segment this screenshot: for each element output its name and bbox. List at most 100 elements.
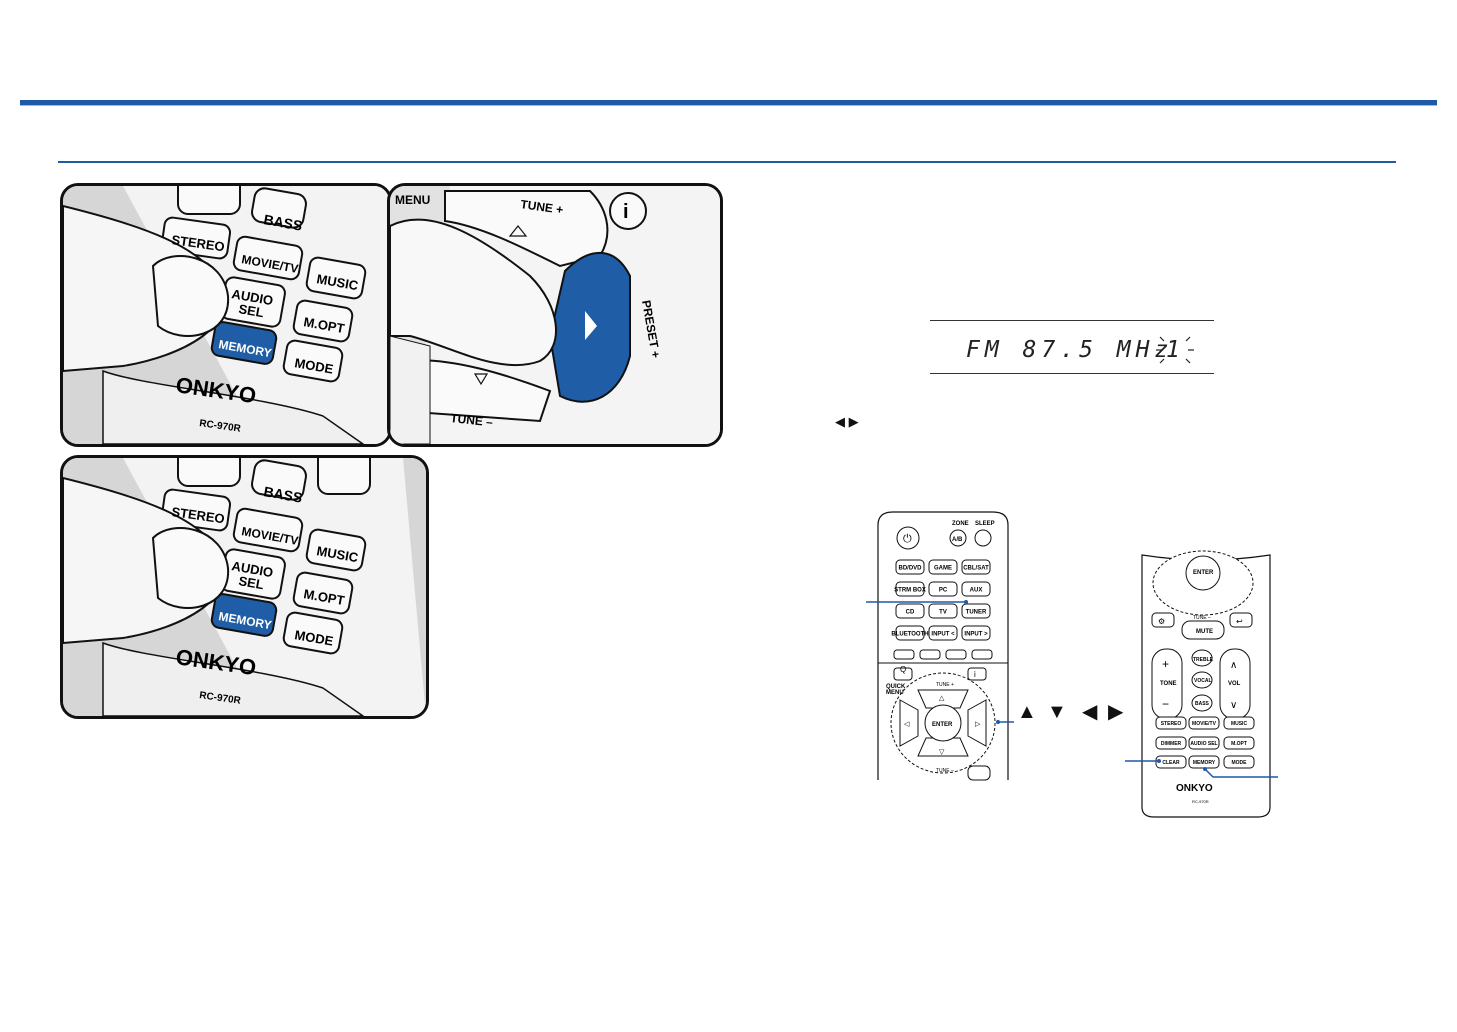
mode-label: MODE xyxy=(293,627,334,649)
input-button[interactable] xyxy=(961,625,991,641)
audio-label: AUDIO xyxy=(230,558,274,580)
down-arrow-icon: ▼ xyxy=(1047,701,1067,723)
mode-button-label: AUDIO SEL xyxy=(1190,741,1217,747)
bass-label: BASS xyxy=(1195,701,1210,707)
photo-memory-press-2: BASS STEREO MOVIE/TV MUSIC AUDIO SEL M.O… xyxy=(60,455,429,719)
svg-text:∨: ∨ xyxy=(1230,700,1237,711)
vocal-label: VOCAL xyxy=(1194,678,1212,684)
svg-text:−: − xyxy=(1162,697,1169,711)
svg-text:△: △ xyxy=(939,695,945,702)
callout-lines-right xyxy=(1125,759,1278,778)
input-button[interactable] xyxy=(928,581,958,597)
mopt-label: M.OPT xyxy=(302,314,345,336)
input-button-label: TV xyxy=(939,610,947,616)
stereo-label: STEREO xyxy=(171,232,226,254)
svg-text:+: + xyxy=(1162,657,1169,671)
mopt-label: M.OPT xyxy=(302,586,345,608)
input-button-label: TUNER xyxy=(966,610,987,616)
input-button[interactable] xyxy=(928,603,958,619)
display-frequency: FM 87.5 MHz xyxy=(966,337,1174,363)
svg-text:⏻: ⏻ xyxy=(903,533,912,545)
enter-label: ENTER xyxy=(1193,570,1214,576)
remote-right-illustration: ENTER TUNE – MUTE TREBLE VOCAL BASS TONE… xyxy=(1141,550,1271,818)
tune-plus-label: TUNE + xyxy=(936,682,954,688)
stereo-label: STEREO xyxy=(171,504,226,526)
display-bottom-line xyxy=(930,373,1214,374)
input-button[interactable] xyxy=(895,581,925,597)
quick-label: QUICK xyxy=(886,684,906,690)
sel-label: SEL xyxy=(237,301,265,320)
info-icon: i xyxy=(623,201,629,223)
model-label: RC-970R xyxy=(1192,799,1209,804)
input-button-label: AUX xyxy=(970,588,983,594)
input-button[interactable] xyxy=(928,625,958,641)
mode-button-label: MUSIC xyxy=(1231,721,1248,727)
input-button[interactable] xyxy=(961,559,991,575)
svg-text:∧: ∧ xyxy=(1230,660,1237,671)
section-rule xyxy=(58,161,1396,163)
remote-left-illustration: ⏻ ZONE A/B SLEEP BD/DVD GAME CBL/SAT STRM B… xyxy=(877,511,1009,781)
svg-text:↩: ↩ xyxy=(1236,617,1243,626)
enter-label: ENTER xyxy=(932,722,953,728)
sel-label: SEL xyxy=(237,573,265,592)
tune-minus-label: TUNE – xyxy=(936,768,954,774)
bass-label: BASS xyxy=(262,483,303,506)
mute-label: MUTE xyxy=(1196,629,1213,635)
mode-label: MODE xyxy=(293,355,334,377)
callout-lines-left xyxy=(866,600,1014,724)
display-preset-number: 1 xyxy=(1166,337,1180,363)
input-button-label: CBL/SAT xyxy=(963,566,989,572)
input-button-label: GAME xyxy=(934,566,952,572)
input-button[interactable] xyxy=(895,559,925,575)
svg-text:▽: ▽ xyxy=(939,749,945,756)
vol-label: VOL xyxy=(1228,681,1241,687)
input-button[interactable] xyxy=(928,559,958,575)
treble-label: TREBLE xyxy=(1193,657,1214,663)
mode-button-label: CLEAR xyxy=(1162,760,1180,766)
input-button-label: CD xyxy=(906,610,915,616)
tone-label: TONE xyxy=(1160,681,1177,687)
audio-label: AUDIO xyxy=(230,286,274,308)
photo-memory-press-1: BASS STEREO MOVIE/TV MUSIC AUDIO SEL M.O… xyxy=(60,183,392,447)
svg-text:▷: ▷ xyxy=(975,721,981,728)
input-button-label: STRM BOX xyxy=(894,588,926,594)
left-arrow-icon: ◀ xyxy=(1082,701,1098,723)
input-button-label: PC xyxy=(939,588,948,594)
mode-button-label: MODE xyxy=(1232,760,1248,766)
tune-plus-label: TUNE + xyxy=(520,197,565,217)
display-top-line xyxy=(930,320,1214,321)
svg-text:Q: Q xyxy=(900,665,906,674)
input-button[interactable] xyxy=(895,625,925,641)
tune-minus-label: TUNE – xyxy=(450,411,494,429)
sleep-label: SLEEP xyxy=(975,521,995,527)
svg-text:◁: ◁ xyxy=(904,721,910,728)
mode-button-label: MEMORY xyxy=(1193,760,1216,766)
input-button-label: BLUETOOTH xyxy=(891,632,928,638)
bass-label: BASS xyxy=(262,211,303,234)
music-label: MUSIC xyxy=(315,543,359,565)
tune-minus-label: TUNE – xyxy=(1193,615,1211,621)
header-rule xyxy=(20,100,1437,106)
zone-button: A/B xyxy=(952,537,963,543)
blink-icon xyxy=(1156,336,1194,364)
svg-text:i: i xyxy=(974,670,976,679)
mode-button-label: STEREO xyxy=(1161,721,1182,727)
left-right-arrows-icon: ◀ ▶ xyxy=(835,414,859,429)
input-button-label: INPUT < xyxy=(931,632,955,638)
onkyo-logo: ONKYO xyxy=(1176,783,1213,794)
up-arrow-icon: ▲ xyxy=(1017,701,1037,723)
menu-label: MENU xyxy=(886,690,904,696)
input-button-label: BD/DVD xyxy=(898,566,922,572)
quick-menu-label: MENU xyxy=(395,193,430,207)
photo-preset-press: MENU TUNE + TUNE – PRESET + i xyxy=(387,183,723,447)
mode-button-label: DIMMER xyxy=(1161,741,1182,747)
input-button[interactable] xyxy=(961,603,991,619)
mode-button-label: MOVIE/TV xyxy=(1192,721,1217,727)
input-button[interactable] xyxy=(895,603,925,619)
zone-label: ZONE xyxy=(952,521,969,527)
right-arrow-icon: ▶ xyxy=(1108,701,1124,723)
music-label: MUSIC xyxy=(315,271,359,293)
mode-button-label: M.OPT xyxy=(1231,741,1247,747)
input-button[interactable] xyxy=(961,581,991,597)
input-button-label: INPUT > xyxy=(964,632,988,638)
